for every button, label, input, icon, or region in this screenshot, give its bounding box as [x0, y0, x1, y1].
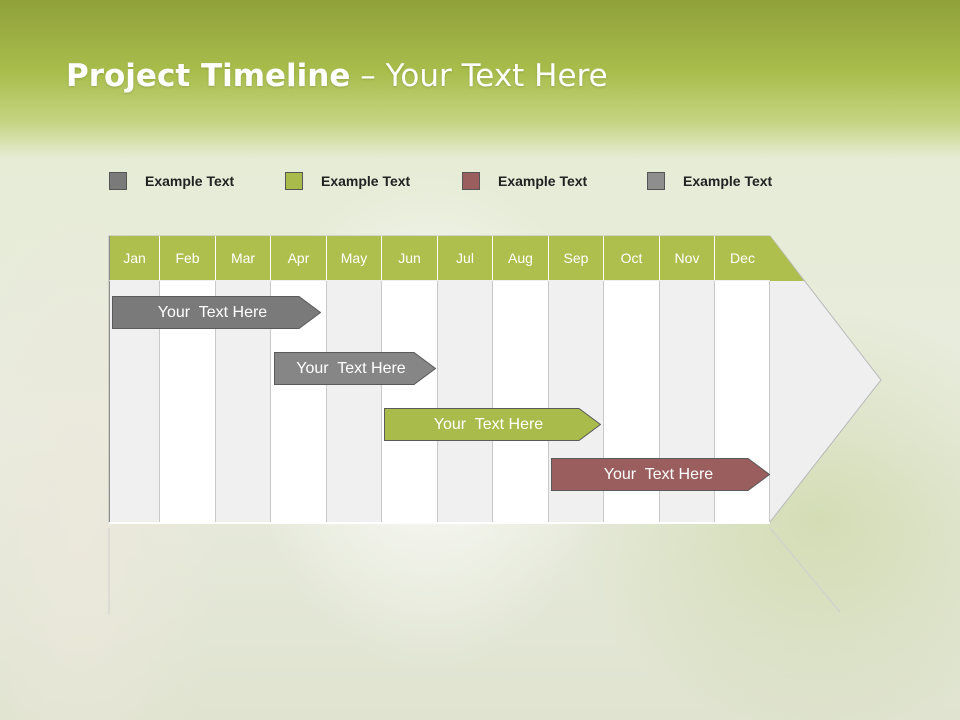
month-column-edge [769, 281, 770, 522]
task-bar-4[interactable]: Your Text Here [551, 458, 770, 491]
task-arrow-shape [112, 296, 321, 329]
task-label: Your Text Here [296, 359, 406, 377]
month-column-may [326, 281, 381, 522]
task-bar-2[interactable]: Your Text Here [274, 352, 436, 385]
month-label-jul: Jul [437, 236, 492, 280]
legend-item-2: Example Text [285, 170, 410, 192]
legend-label-1: Example Text [145, 173, 235, 189]
task-label: Your Text Here [157, 303, 268, 321]
month-label-apr: Apr [270, 236, 326, 280]
month-label-jan: Jan [109, 236, 159, 280]
legend-swatch-3 [462, 172, 480, 190]
legend: Example Text Example Text Example Text E… [0, 170, 960, 194]
legend-swatch-2 [285, 172, 303, 190]
month-label-feb: Feb [159, 236, 215, 280]
month-label-sep: Sep [548, 236, 603, 280]
title-rest: – Your Text Here [350, 58, 608, 94]
reflection-diagonal-line [769, 527, 841, 613]
legend-swatch-1 [109, 172, 127, 190]
month-column-jun [381, 281, 437, 522]
month-label-jun: Jun [381, 236, 437, 280]
task-arrow-shape [551, 458, 770, 491]
task-bar-1[interactable]: Your Text Here [112, 296, 321, 329]
task-bar-3[interactable]: Your Text Here [384, 408, 601, 441]
month-label-dec: Dec [714, 236, 770, 280]
month-column-aug [492, 281, 548, 522]
slide-title: Project Timeline – Your Text Here [66, 58, 608, 94]
month-label-mar: Mar [215, 236, 270, 280]
legend-item-3: Example Text [462, 170, 587, 192]
month-label-nov: Nov [659, 236, 714, 280]
month-column-jul [437, 281, 492, 522]
arrow-header-tip [770, 236, 804, 281]
legend-swatch-4 [647, 172, 665, 190]
legend-label-2: Example Text [321, 173, 411, 189]
legend-label-3: Example Text [498, 173, 588, 189]
task-label: Your Text Here [603, 465, 714, 483]
task-label: Your Text Here [433, 415, 544, 433]
legend-label-4: Example Text [683, 173, 773, 189]
title-bold: Project Timeline [66, 58, 351, 94]
month-label-oct: Oct [603, 236, 659, 280]
legend-item-4: Example Text [647, 170, 772, 192]
task-arrow-shape [384, 408, 601, 441]
month-label-aug: Aug [492, 236, 548, 280]
task-arrow-shape [274, 352, 436, 385]
legend-item-1: Example Text [109, 170, 234, 192]
month-label-may: May [326, 236, 381, 280]
